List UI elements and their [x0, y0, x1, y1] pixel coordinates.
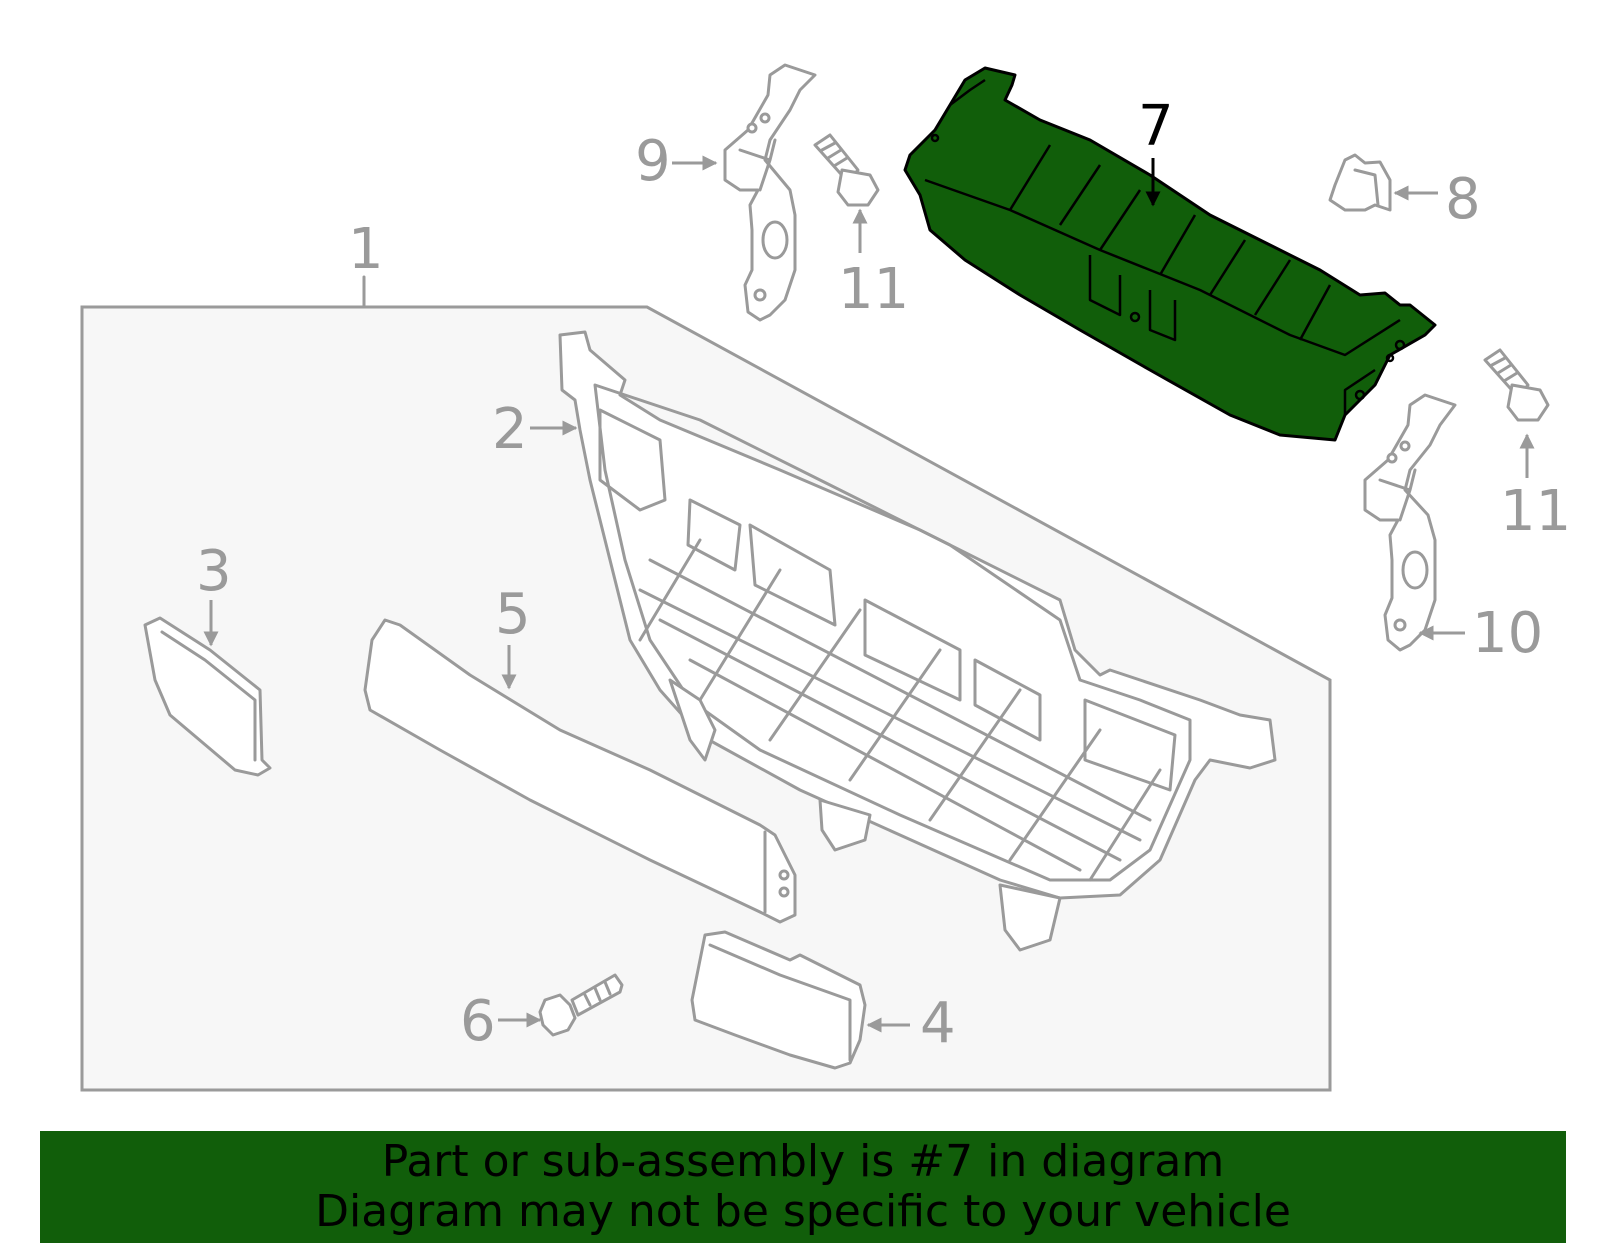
notice-line-1: Part or sub-assembly is #7 in diagram — [381, 1136, 1225, 1187]
bolt-6-part — [538, 973, 624, 1037]
callout-10: 10 — [1472, 601, 1543, 666]
callout-11-lower: 11 — [1500, 479, 1571, 544]
callout-8: 8 — [1445, 167, 1481, 232]
trim-strip-part — [363, 618, 797, 924]
clip-part — [1328, 153, 1392, 212]
callout-6: 6 — [460, 989, 496, 1054]
bolt-11-upper-part — [813, 133, 880, 207]
callout-4: 4 — [920, 991, 956, 1056]
right-bracket-part — [1363, 393, 1457, 652]
bolt-11-lower-part — [1483, 348, 1550, 422]
notice-text: Part or sub-assembly is #7 in diagram Di… — [40, 1131, 1566, 1243]
callout-5: 5 — [495, 582, 531, 647]
right-cover-part — [690, 930, 867, 1070]
callout-1: 1 — [348, 217, 384, 282]
callout-3: 3 — [196, 539, 232, 604]
callout-9: 9 — [635, 129, 671, 194]
grille-part — [558, 330, 1277, 952]
callout-7: 7 — [1138, 94, 1174, 159]
highlighted-part-7 — [903, 66, 1437, 442]
notice-line-2: Diagram may not be specific to your vehi… — [315, 1186, 1291, 1237]
left-bracket-part — [723, 63, 817, 322]
notice-banner — [40, 1131, 1566, 1243]
left-cover-part — [143, 616, 272, 777]
callout-11-upper: 11 — [838, 257, 909, 322]
callout-2: 2 — [492, 397, 528, 462]
